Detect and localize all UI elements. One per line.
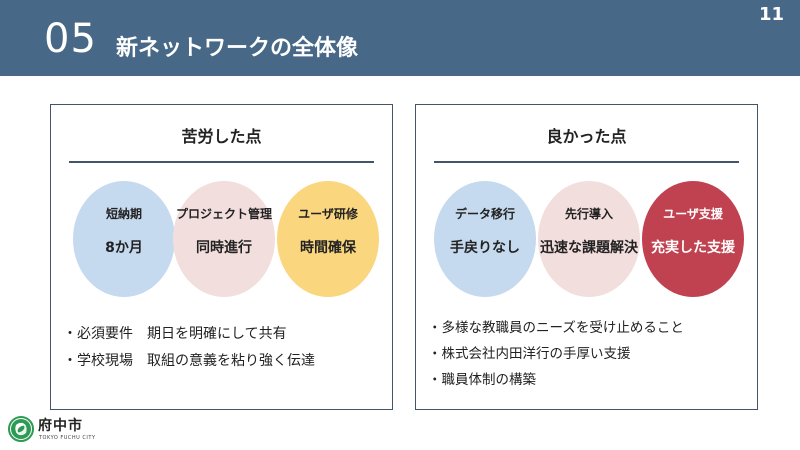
circle-early-introduction: 先行導入 迅速な課題解決	[538, 181, 640, 297]
circle-value: 手戻りなし	[450, 240, 520, 256]
circle-short-deadline: 短納期 8か月	[73, 181, 175, 297]
circle-value: 充実した支援	[651, 240, 735, 256]
circle-value: 迅速な課題解決	[540, 240, 638, 256]
circle-label: ユーザ研修	[298, 207, 358, 221]
bullet-item: ・株式会社内田洋行の手厚い支援	[428, 346, 631, 362]
circle-user-training: ユーザ研修 時間確保	[277, 181, 379, 297]
fuchu-city-logo: 府中市 TOKYO FUCHU CITY	[8, 414, 108, 446]
page-number: 11	[758, 4, 784, 25]
difficulties-panel: 苦労した点 短納期 8か月 プロジェクト管理 同時進行 ユーザ研修 時間確保 ・…	[50, 104, 393, 410]
bullet-item: ・多様な教職員のニーズを受け止めること	[428, 320, 684, 336]
panel-divider	[434, 161, 739, 163]
slide-title: 新ネットワークの全体像	[116, 36, 359, 61]
difficulties-bullet-list: ・必須要件 期日を明確にして共有 ・学校現場 取組の意義を粘り強く伝達	[63, 321, 384, 375]
panel-title-good-points: 良かった点	[546, 127, 627, 146]
panel-title-difficulties: 苦労した点	[181, 127, 262, 146]
circle-value: 8か月	[105, 240, 143, 256]
good-points-panel: 良かった点 データ移行 手戻りなし 先行導入 迅速な課題解決 ユーザ支援 充実し…	[415, 104, 758, 410]
circle-label: データ移行	[454, 207, 515, 221]
slide-header: 05 新ネットワークの全体像 11	[0, 0, 800, 76]
panel-divider	[69, 161, 374, 163]
circle-project-management: プロジェクト管理 同時進行	[173, 181, 275, 297]
bullet-item: ・学校現場 取組の意義を粘り強く伝達	[63, 353, 315, 369]
circle-data-migration: データ移行 手戻りなし	[434, 181, 536, 297]
city-emblem-icon	[8, 416, 34, 442]
good-points-bullet-list: ・多様な教職員のニーズを受け止めること ・株式会社内田洋行の手厚い支援 ・職員体…	[428, 315, 749, 393]
bullet-item: ・必須要件 期日を明確にして共有	[63, 326, 287, 342]
circle-value: 同時進行	[196, 240, 252, 256]
circle-label: 先行導入	[564, 207, 613, 221]
bullet-item: ・職員体制の構築	[428, 372, 536, 388]
section-number: 05	[44, 16, 97, 62]
circle-label: プロジェクト管理	[175, 207, 272, 221]
circle-label: ユーザ支援	[663, 207, 723, 221]
city-name: 府中市	[38, 418, 83, 434]
circle-user-support: ユーザ支援 充実した支援	[642, 181, 744, 297]
circle-value: 時間確保	[300, 240, 356, 256]
circle-label: 短納期	[105, 207, 142, 221]
city-subtitle: TOKYO FUCHU CITY	[39, 435, 96, 441]
